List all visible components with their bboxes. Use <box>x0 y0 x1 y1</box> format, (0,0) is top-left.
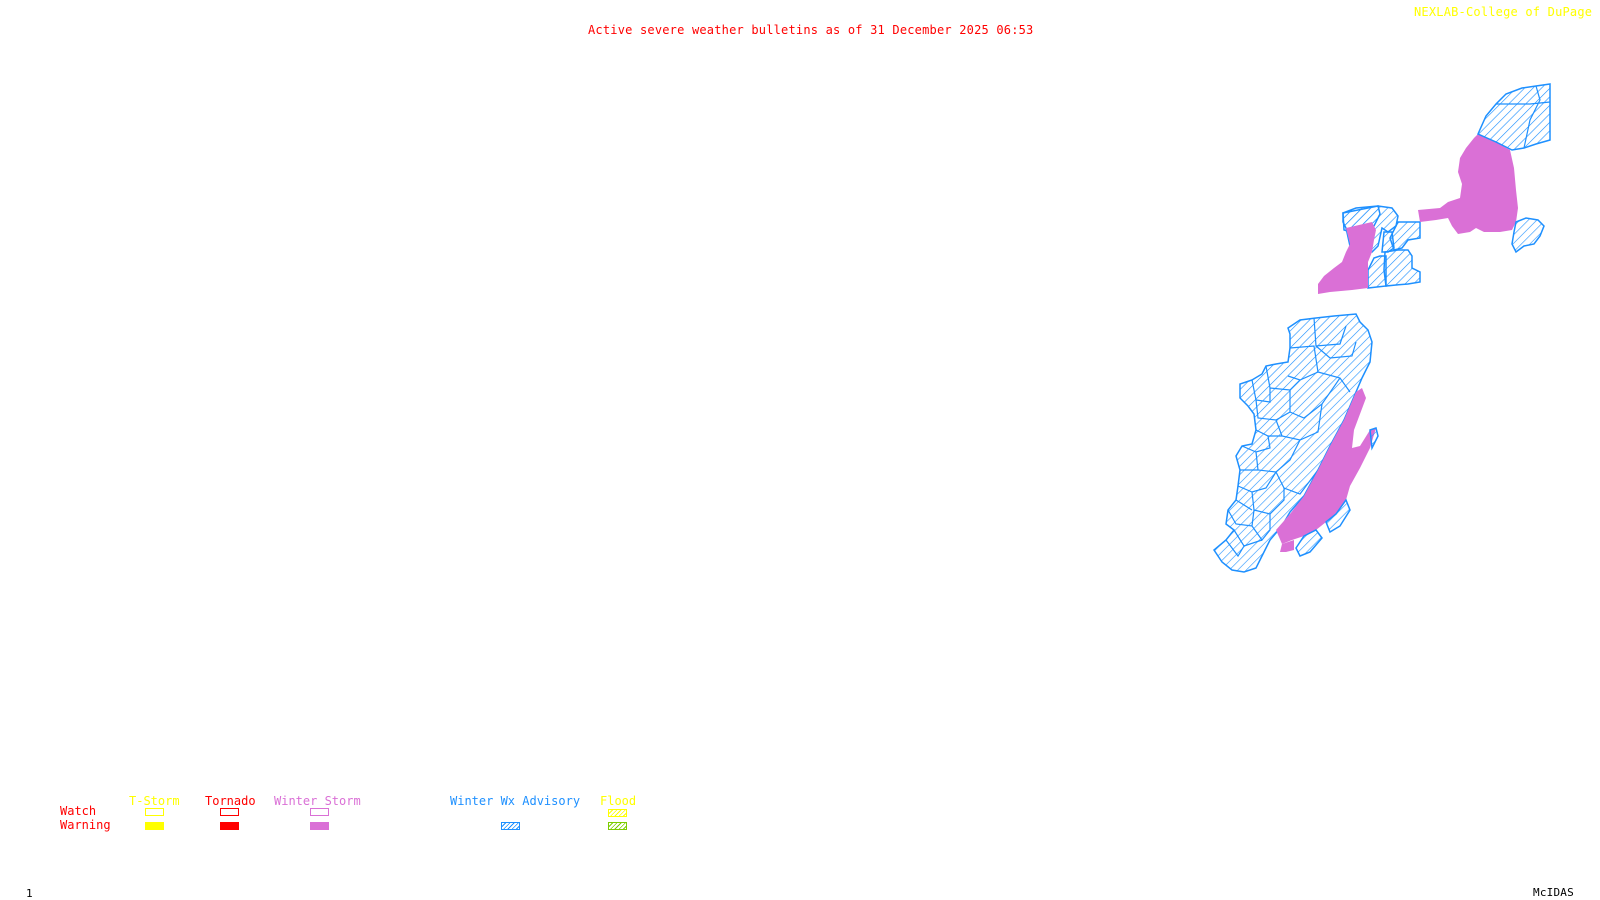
southern-cluster-warning <box>1276 388 1376 544</box>
legend-header-tstorm: T-Storm <box>129 794 180 808</box>
legend-swatch-winter-storm-watch <box>310 808 329 816</box>
legend-swatch-flood-watch <box>608 809 627 817</box>
legend-swatch-tornado-watch <box>220 808 239 816</box>
advisory-county <box>1383 249 1421 287</box>
legend-header-winter-storm: Winter Storm <box>274 794 361 808</box>
northeast-advisory-counties <box>1477 83 1551 151</box>
southern-cluster-warning-tip <box>1280 540 1294 552</box>
software-label: McIDAS <box>1533 886 1574 899</box>
legend-row-watch: Watch <box>60 804 97 818</box>
advisory-county <box>1369 427 1379 451</box>
legend-swatch-winter-wx-advisory <box>501 822 520 830</box>
southern-coastal-advisory <box>1295 427 1379 557</box>
east-advisory-county <box>1511 217 1545 254</box>
legend-swatch-tstorm-warning <box>145 822 164 830</box>
credit-text: NEXLAB-College of DuPage <box>1414 5 1593 19</box>
legend-header-winter-wx-advisory: Winter Wx Advisory <box>450 794 581 808</box>
legend-swatch-flood-warning <box>608 822 627 830</box>
map-title: Active severe weather bulletins as of 31… <box>588 23 1034 37</box>
northern-cluster-east-warning <box>1418 134 1518 234</box>
legend-swatch-tstorm-watch <box>145 808 164 816</box>
advisory-county-boundary <box>1496 85 1551 149</box>
advisory-county <box>1367 255 1387 289</box>
county-boundaries <box>1225 317 1357 558</box>
credit-label: NEXLAB-College of DuPage <box>1414 5 1600 18</box>
legend-swatch-winter-storm-warning <box>310 822 329 830</box>
northern-cluster-west-warning <box>1318 222 1376 294</box>
advisory-county <box>1325 498 1351 534</box>
advisory-county <box>1295 529 1323 557</box>
frame-number: 1 <box>26 887 33 900</box>
legend-row-warning: Warning <box>60 818 111 832</box>
legend-header-tornado: Tornado <box>205 794 256 808</box>
legend-swatch-tornado-warning <box>220 822 239 830</box>
legend-header-flood: Flood <box>600 794 637 808</box>
advisory-county <box>1381 231 1395 253</box>
southern-cluster-advisory-counties <box>1213 313 1373 573</box>
